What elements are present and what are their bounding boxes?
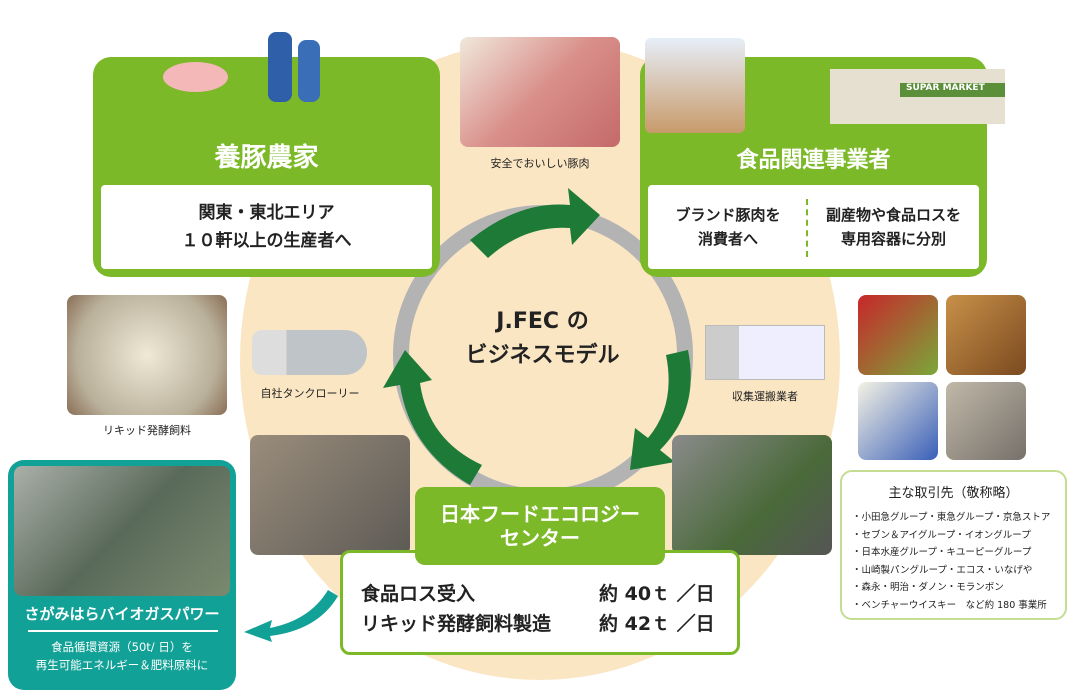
arrow-top bbox=[470, 188, 600, 258]
partner-item: ・日本水産グループ・キユーピーグループ bbox=[852, 547, 1032, 558]
facility-stats-box: 食品ロス受入 約 40ｔ ／日 リキッド発酵飼料製造 約 42ｔ ／日 bbox=[340, 550, 740, 655]
center-title-line2: ビジネスモデル bbox=[465, 343, 620, 368]
facility-title-line2: センター bbox=[500, 526, 580, 550]
row2-label: リキッド発酵飼料製造 bbox=[361, 613, 552, 635]
arrow-right bbox=[630, 350, 691, 470]
partner-item: ・セブン＆アイグループ・イオングループ bbox=[852, 529, 1031, 541]
factory-line-photo bbox=[250, 435, 410, 555]
partner-item: ・小田急グループ・東急グループ・京急ストア bbox=[852, 512, 1051, 523]
food-left2: 消費者へ bbox=[697, 230, 758, 248]
biogas-plant-photo bbox=[14, 466, 230, 596]
row1-value: 約 40ｔ ／日 bbox=[599, 583, 715, 605]
tanker-truck-icon bbox=[252, 330, 367, 375]
apples-photo bbox=[858, 295, 938, 375]
facility-title-line1: 日本フードエコロジー bbox=[440, 502, 640, 526]
partners-title: 主な取引先（敬称略） bbox=[888, 486, 1019, 501]
factory-worker-illustration bbox=[645, 38, 745, 133]
divider bbox=[28, 630, 218, 632]
food-right1: 副産物や食品ロスを bbox=[825, 206, 961, 224]
food-right2: 専用容器に分別 bbox=[840, 230, 946, 248]
pork-photo bbox=[460, 37, 620, 147]
biogas-description: 食品循環資源（50t/ 日）を 再生可能エネルギー＆肥料原料に bbox=[8, 638, 236, 674]
food-business-title: 食品関連事業者 bbox=[736, 148, 891, 173]
biogas-line2: 再生可能エネルギー＆肥料原料に bbox=[35, 658, 209, 672]
biogas-box: さがみはらバイオガスパワー 食品循環資源（50t/ 日）を 再生可能エネルギー＆… bbox=[8, 460, 236, 690]
farmer-icon bbox=[268, 32, 292, 102]
food-business-description: ブランド豚肉を 消費者へ 副産物や食品ロスを 専用容器に分別 bbox=[648, 185, 979, 269]
machine-photo bbox=[672, 435, 832, 555]
partner-item: ・森永・明治・ダノン・モランボン bbox=[852, 582, 1004, 593]
liquid-feed-photo bbox=[67, 295, 227, 415]
arrow-left bbox=[383, 350, 482, 485]
fish-scraps-photo bbox=[946, 382, 1026, 460]
collection-truck-icon bbox=[705, 325, 825, 380]
biogas-line1: 食品循環資源（50t/ 日）を bbox=[51, 640, 193, 654]
food-left1: ブランド豚肉を bbox=[675, 206, 781, 224]
collector-caption: 収集運搬業者 bbox=[732, 390, 798, 403]
store-sign: SUPAR MARKET bbox=[900, 83, 1005, 97]
row1-label: 食品ロス受入 bbox=[361, 583, 476, 605]
farmer-line1: 関東・東北エリア bbox=[198, 203, 335, 223]
center-title: J.FEC の ビジネスモデル bbox=[430, 305, 655, 373]
farm-illustration bbox=[163, 32, 333, 107]
biogas-title: さがみはらバイオガスパワー bbox=[24, 605, 220, 623]
center-title-line1: J.FEC の bbox=[496, 309, 589, 334]
farmer-icon bbox=[298, 40, 320, 102]
bread-photo bbox=[946, 295, 1026, 375]
farmer-line2: １０軒以上の生産者へ bbox=[181, 231, 352, 251]
supermarket-illustration: SUPAR MARKET bbox=[830, 69, 1005, 124]
farmer-description: 関東・東北エリア １０軒以上の生産者へ bbox=[101, 185, 432, 269]
tanker-caption: 自社タンクローリー bbox=[260, 387, 360, 400]
pork-caption: 安全でおいしい豚肉 bbox=[490, 157, 590, 170]
facility-title-box: 日本フードエコロジー センター bbox=[415, 487, 665, 565]
partners-box: 主な取引先（敬称略） ・小田急グループ・東急グループ・京急ストア ・セブン＆アイ… bbox=[840, 470, 1067, 620]
pig-icon bbox=[163, 62, 228, 92]
liquid-feed-caption: リキッド発酵飼料 bbox=[103, 424, 191, 437]
partner-item: ・ベンチャーウイスキー など約 180 事業所 bbox=[852, 599, 1047, 611]
farmer-box: 養豚農家 関東・東北エリア １０軒以上の生産者へ bbox=[93, 32, 440, 277]
arrow-to-biogas bbox=[244, 590, 338, 642]
partner-item: ・山崎製パングループ・エコス・いなげや bbox=[852, 564, 1033, 576]
divider bbox=[806, 199, 808, 257]
tofu-photo bbox=[858, 382, 938, 460]
row2-value: 約 42ｔ ／日 bbox=[599, 613, 715, 635]
farmer-title: 養豚農家 bbox=[214, 143, 319, 173]
